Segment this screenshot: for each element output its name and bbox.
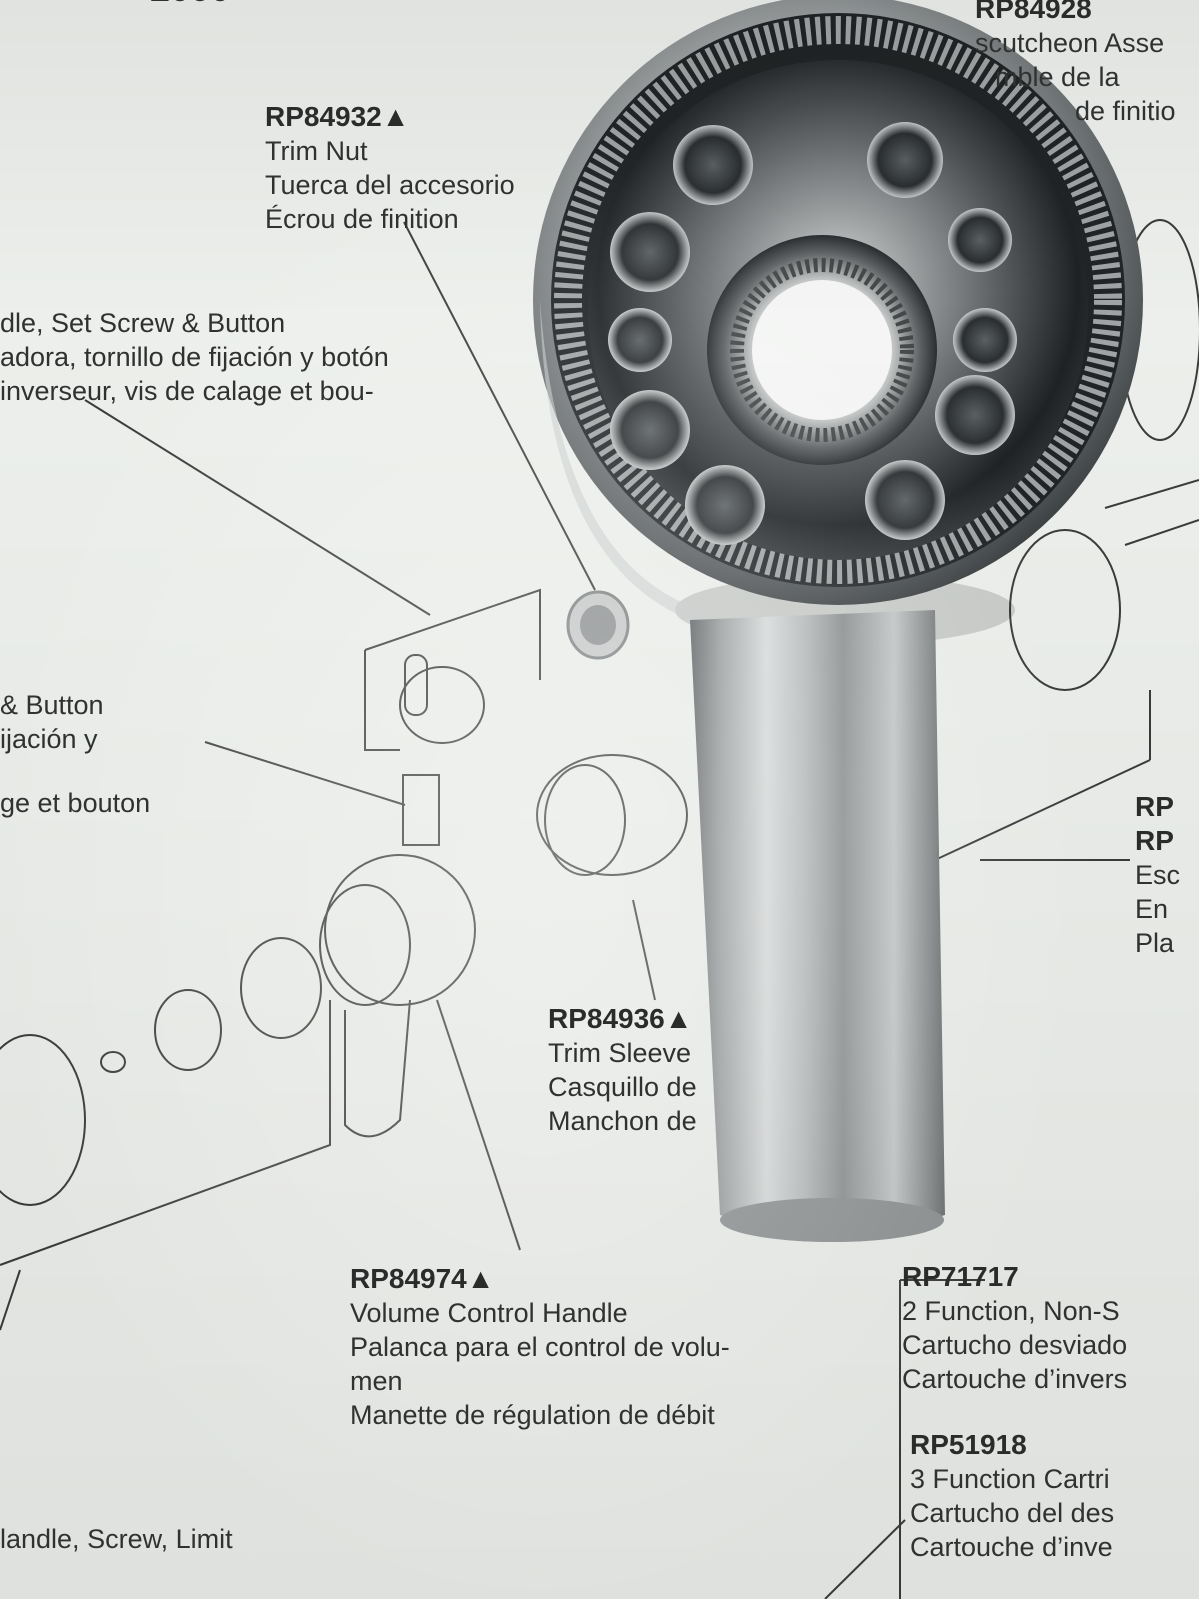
label-handle-set: dle, Set Screw & Button adora, tornillo … [0, 306, 389, 408]
label-line: ge et bouton [0, 788, 151, 818]
label-cartridge-2fn: RP71717 2 Function, Non-S Cartucho desvi… [902, 1260, 1127, 1396]
part-number: RP [1135, 825, 1174, 856]
part-number: RP84932▲ [265, 101, 410, 132]
label-trim-nut: RP84932▲ Trim Nut Tuerca del accesorio É… [265, 100, 515, 236]
label-en: Trim Sleeve [548, 1038, 692, 1068]
label-line: En [1135, 894, 1169, 924]
label-line: 3 Function Cartri [910, 1464, 1110, 1494]
label-line: de finitio [1075, 96, 1176, 126]
label-cartridge-3fn: RP51918 3 Function Cartri Cartucho del d… [910, 1428, 1114, 1564]
label-right-edge: RP RP Esc En Pla [1135, 790, 1180, 960]
part-number: RP84974▲ [350, 1263, 495, 1294]
label-fr: Écrou de finition [265, 204, 459, 234]
label-top-cut: 2000 [150, 0, 230, 7]
label-line: Cartucho del des [910, 1498, 1115, 1528]
label-bottom-left: landle, Screw, Limit [0, 1522, 233, 1556]
label-trim-sleeve: RP84936▲ Trim Sleeve Casquillo de Mancho… [548, 1002, 697, 1138]
label-line: Cartouche d’inve [910, 1532, 1113, 1562]
label-line: Pla [1135, 928, 1175, 958]
label-line: ijación y [0, 724, 98, 754]
label-line: Esc [1135, 860, 1181, 890]
diagram-linework [0, 219, 1199, 1599]
label-line: inverseur, vis de calage et bou- [0, 376, 374, 406]
label-en: Trim Nut [265, 136, 368, 166]
label-es: Palanca para el control de volu- [350, 1332, 730, 1362]
label-en: Volume Control Handle [350, 1298, 628, 1328]
label-es: Tuerca del accesorio [265, 170, 515, 200]
part-number: RP84928 [975, 0, 1092, 24]
label-line: scutcheon Asse [975, 28, 1165, 58]
part-number: RP71717 [902, 1261, 1019, 1292]
label-es: Casquillo de [548, 1072, 697, 1102]
label-line: 2000 [150, 0, 230, 7]
label-line: adora, tornillo de fijación y botón [0, 342, 389, 372]
part-number: RP84936▲ [548, 1003, 693, 1034]
label-volume-handle: RP84974▲ Volume Control Handle Palanca p… [350, 1262, 730, 1432]
label-button-set: & Button ijación y ge et bouton [0, 688, 150, 820]
part-number: RP51918 [910, 1429, 1027, 1460]
label-line: dle, Set Screw & Button [0, 308, 286, 338]
label-line: landle, Screw, Limit [0, 1524, 233, 1554]
label-line: Cartucho desviado [902, 1330, 1128, 1360]
label-escutcheon: RP84928 scutcheon Asse mble de la de fin… [975, 0, 1176, 128]
label-line: mble de la [995, 62, 1120, 92]
label-es-cont: men [350, 1366, 403, 1396]
label-fr: Manette de régulation de débit [350, 1400, 715, 1430]
handle-photo [533, 0, 1143, 1242]
label-fr: Manchon de [548, 1106, 697, 1136]
label-line: & Button [0, 690, 104, 720]
part-number: RP [1135, 791, 1174, 822]
label-line: Cartouche d’invers [902, 1364, 1128, 1394]
label-line: 2 Function, Non-S [902, 1296, 1120, 1326]
holes [608, 122, 1017, 545]
